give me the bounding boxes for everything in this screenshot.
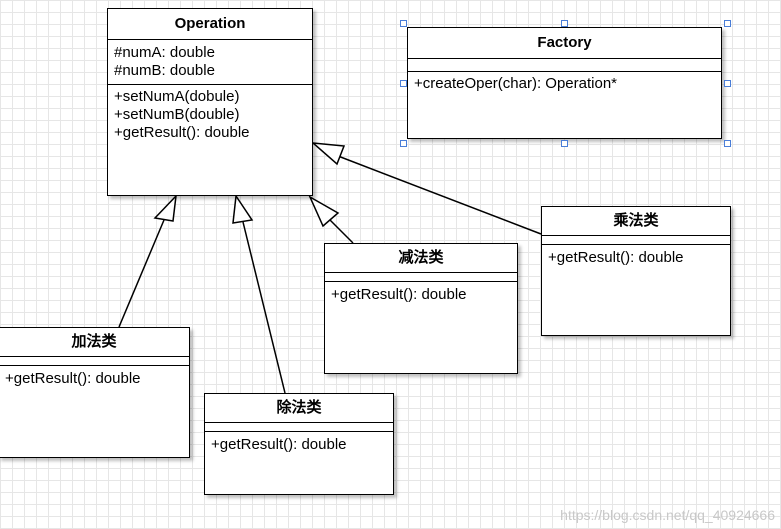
class-operation[interactable]: Operation #numA: double #numB: double +s… <box>107 8 313 196</box>
methods-section: +getResult(): double <box>325 282 517 306</box>
inheritance-line-sub[interactable] <box>328 218 354 244</box>
class-mul[interactable]: 乘法类 +getResult(): double <box>541 206 731 336</box>
method: +createOper(char): Operation* <box>414 75 618 92</box>
methods-section: +getResult(): double <box>205 432 393 456</box>
inheritance-arrow-add <box>153 193 178 222</box>
class-sub[interactable]: 减法类 +getResult(): double <box>324 243 518 374</box>
inheritance-arrow-sub <box>308 195 340 228</box>
method: +getResult(): double <box>211 436 347 453</box>
inheritance-line-mul[interactable] <box>337 155 542 235</box>
method: +setNumB(double) <box>114 106 240 123</box>
method: +setNumA(dobule) <box>114 88 240 105</box>
attribute: #numA: double <box>114 44 215 61</box>
attributes-section <box>205 423 393 432</box>
methods-section: +setNumA(dobule) +setNumB(double) +getRe… <box>108 85 312 144</box>
selection-handle-n[interactable] <box>561 20 568 27</box>
class-title: 减法类 <box>325 244 517 273</box>
class-add[interactable]: 加法类 +getResult(): double <box>0 327 190 458</box>
method: +getResult(): double <box>331 286 467 303</box>
selection-handle-se[interactable] <box>724 140 731 147</box>
method: +getResult(): double <box>5 370 141 387</box>
selection-handle-ne[interactable] <box>724 20 731 27</box>
methods-section: +getResult(): double <box>542 245 730 269</box>
class-div[interactable]: 除法类 +getResult(): double <box>204 393 394 495</box>
selection-handle-sw[interactable] <box>400 140 407 147</box>
inheritance-arrow-div <box>232 193 254 224</box>
attributes-section: #numA: double #numB: double <box>108 40 312 85</box>
selection-handle-nw[interactable] <box>400 20 407 27</box>
selection-handle-e[interactable] <box>724 80 731 87</box>
method: +getResult(): double <box>114 124 250 141</box>
class-title: 乘法类 <box>542 207 730 236</box>
selection-handle-w[interactable] <box>400 80 407 87</box>
inheritance-line-add[interactable] <box>118 219 165 328</box>
methods-section: +createOper(char): Operation* <box>408 72 721 95</box>
class-factory[interactable]: Factory +createOper(char): Operation* <box>407 27 722 139</box>
attributes-section <box>542 236 730 245</box>
class-title: 除法类 <box>205 394 393 423</box>
attribute: #numB: double <box>114 62 215 79</box>
selection-handle-s[interactable] <box>561 140 568 147</box>
inheritance-line-div[interactable] <box>242 221 286 394</box>
methods-section: +getResult(): double <box>0 366 189 390</box>
class-title: 加法类 <box>0 328 189 357</box>
method: +getResult(): double <box>548 249 684 266</box>
class-title: Factory <box>408 28 721 59</box>
inheritance-arrow-mul <box>310 142 346 166</box>
attributes-section <box>325 273 517 282</box>
class-title: Operation <box>108 9 312 40</box>
attributes-section <box>408 59 721 72</box>
attributes-section <box>0 357 189 366</box>
watermark: https://blog.csdn.net/qq_40924666 <box>560 507 775 523</box>
